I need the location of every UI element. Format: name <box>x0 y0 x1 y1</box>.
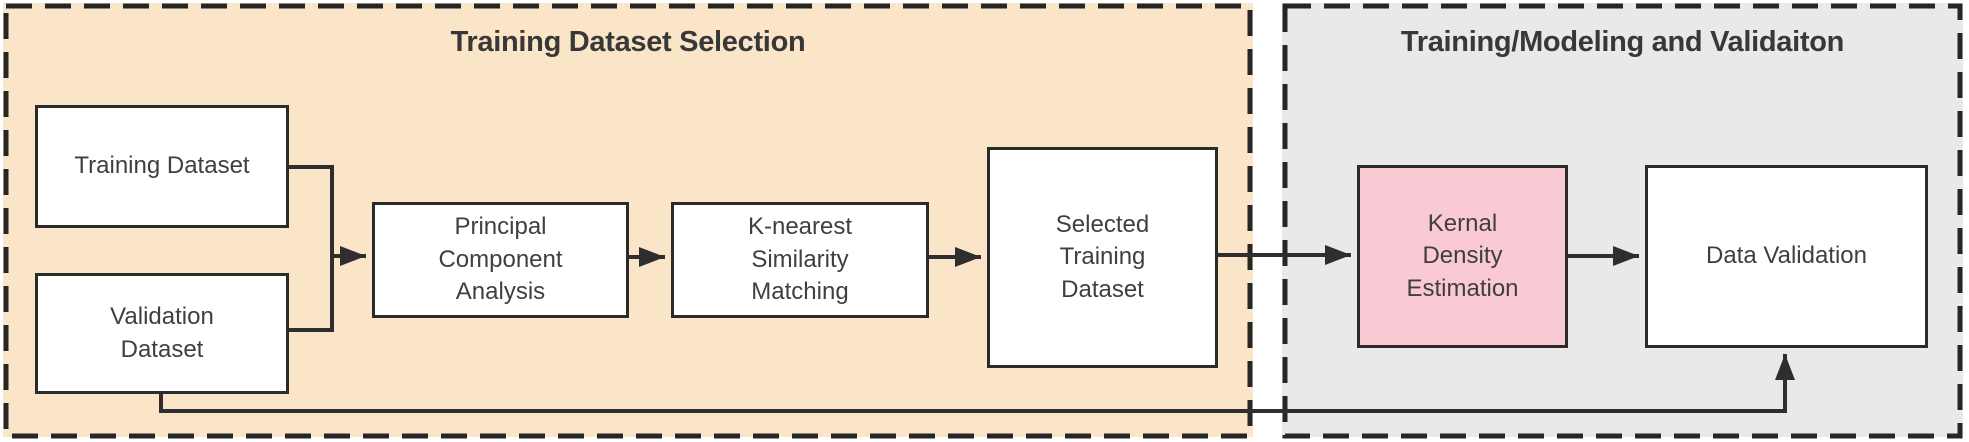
node-principal-component-analysis: Principal Component Analysis <box>372 202 629 318</box>
node-selected-training-dataset: Selected Training Dataset <box>987 147 1218 368</box>
node-training-dataset: Training Dataset <box>35 105 289 228</box>
node-kernal-density-estimation: Kernal Density Estimation <box>1357 165 1568 348</box>
section-title-modeling: Training/Modeling and Validaiton <box>1400 26 1845 58</box>
node-validation-dataset: Validation Dataset <box>35 273 289 394</box>
section-title-selection: Training Dataset Selection <box>450 26 806 58</box>
node-data-validation: Data Validation <box>1645 165 1928 348</box>
node-k-nearest-similarity-matching: K-nearest Similarity Matching <box>671 202 929 318</box>
